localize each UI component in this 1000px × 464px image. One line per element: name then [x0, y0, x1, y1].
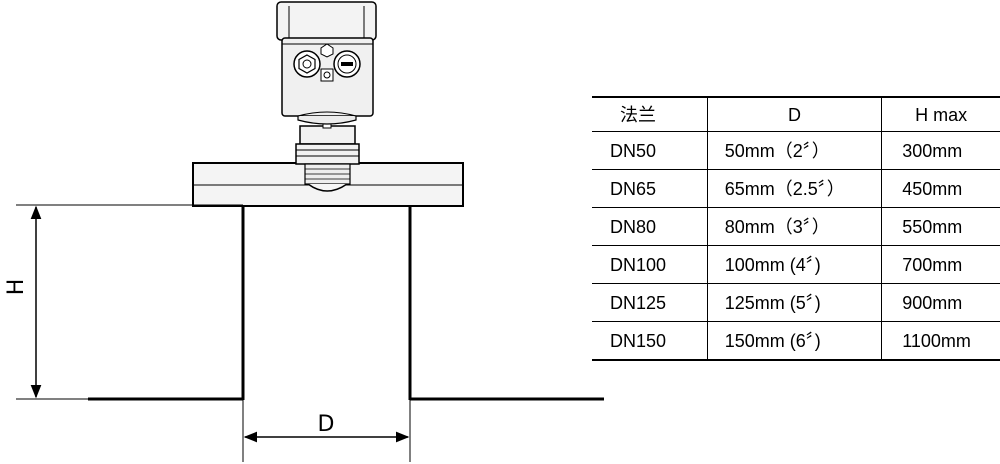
- table-row: DN100 100mm (4〞) 700mm: [592, 245, 1000, 284]
- nozzle-pipe: [88, 206, 604, 401]
- cell-d: 150mm (6〞): [706, 321, 882, 361]
- transmitter-housing: [276, 1, 377, 125]
- cell-flange: DN125: [592, 283, 708, 322]
- cell-flange: DN100: [592, 245, 708, 284]
- table-row: DN65 65mm（2.5〞） 450mm: [592, 169, 1000, 208]
- cable-gland-icon: [293, 50, 321, 78]
- cell-flange: DN65: [592, 169, 708, 208]
- cell-h-max: 700mm: [881, 245, 1000, 284]
- table-row: DN150 150mm (6〞) 1100mm: [592, 321, 1000, 361]
- dimension-d: [242, 400, 411, 462]
- header-d: D: [706, 97, 882, 132]
- dimension-d-label: D: [318, 412, 335, 437]
- cell-d: 125mm (5〞): [706, 283, 882, 322]
- cell-flange: DN80: [592, 207, 708, 246]
- flange-size-table: 法兰 D H max DN50 50mm（2〞） 300mm DN65 65mm…: [592, 96, 1000, 361]
- table-row: DN125 125mm (5〞) 900mm: [592, 283, 1000, 322]
- cell-h-max: 450mm: [881, 169, 1000, 208]
- header-flange: 法兰: [592, 97, 708, 132]
- dimension-h-label: H: [4, 279, 29, 296]
- cell-flange: DN50: [592, 131, 708, 170]
- cell-d: 65mm（2.5〞）: [706, 169, 882, 208]
- cell-h-max: 550mm: [881, 207, 1000, 246]
- cell-h-max: 300mm: [881, 131, 1000, 170]
- cell-flange: DN150: [592, 321, 708, 361]
- cell-d: 100mm (4〞): [706, 245, 882, 284]
- cell-d: 80mm（3〞）: [706, 207, 882, 246]
- table-row: DN50 50mm（2〞） 300mm: [592, 131, 1000, 170]
- dimension-h: [16, 204, 243, 400]
- table-header-row: 法兰 D H max: [592, 97, 1000, 132]
- cell-h-max: 900mm: [881, 283, 1000, 322]
- cell-d: 50mm（2〞）: [706, 131, 882, 170]
- blind-plug-icon: [333, 50, 361, 78]
- header-h-max: H max: [881, 97, 1000, 132]
- ground-screw-icon: [320, 43, 334, 82]
- cell-h-max: 1100mm: [881, 321, 1000, 361]
- table-row: DN80 80mm（3〞） 550mm: [592, 207, 1000, 246]
- thread-connector: [295, 115, 360, 192]
